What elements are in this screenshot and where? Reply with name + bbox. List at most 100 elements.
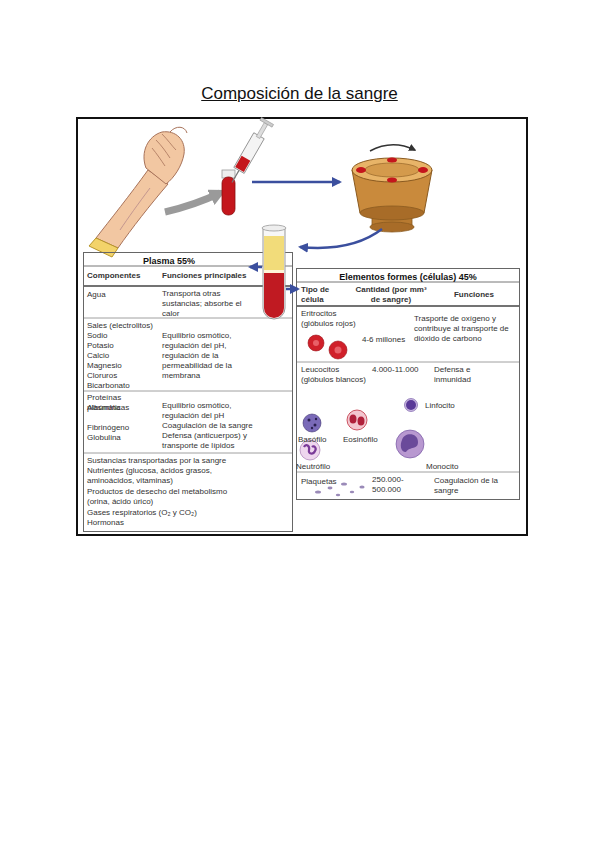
table-cell: Eritrocitos (glóbulos rojos): [301, 309, 371, 329]
table-cell: Sustancias transportadas por la sangre: [87, 456, 287, 466]
table-rules: [297, 305, 519, 307]
table-cell: Coagulación de la sangre: [434, 476, 504, 496]
lymphocyte-icon: [406, 400, 416, 410]
process-arrow: [252, 181, 340, 184]
neutrophil-icon: [304, 445, 316, 453]
table-cell: Tipo de célula: [301, 285, 347, 305]
syringe-illustration: [222, 118, 274, 215]
table-cell: Equilibrio osmótico, regulación del pH, …: [162, 331, 262, 381]
syringe-illustration: [232, 170, 239, 182]
process-arrow: [250, 266, 262, 269]
centrifuge-illustration: [356, 167, 366, 173]
table-cell: Eosinófilo: [343, 435, 383, 445]
syringe-illustration: [235, 156, 250, 172]
table-cell: Fibrinógeno: [87, 423, 157, 433]
table-cell: Basófilo: [298, 435, 338, 445]
table-cell: Albúmina: [87, 403, 157, 413]
table-cell: Funciones principales: [162, 271, 262, 281]
syringe-illustration: [256, 123, 267, 139]
table-cell: Componentes: [87, 271, 159, 281]
syringe-illustration: [226, 118, 274, 186]
test-tube-illustration: [264, 236, 284, 270]
basophil-icon: [303, 414, 321, 432]
table-cell: Trasporte de oxígeno y contribuye al tra…: [414, 314, 518, 344]
erythrocyte-icon: [335, 347, 342, 354]
table-cell: Neutrófilo: [296, 462, 336, 472]
transfer-arrow: [165, 193, 220, 212]
table-cell: Plaquetas: [301, 477, 343, 487]
table-cell: Hormonas: [87, 518, 167, 528]
syringe-illustration: [260, 118, 274, 128]
centrifuge-illustration: [387, 158, 397, 163]
test-tube-illustration: [262, 225, 286, 231]
table-rules: [297, 362, 519, 363]
arm-illustration: [96, 170, 168, 248]
lymphocyte-icon: [405, 399, 418, 412]
eosinophil-icon: [358, 417, 365, 426]
panel-heading: Elementos formes (células) 45%: [297, 269, 519, 283]
table-cell: Leucocitos (glóbulos blancos): [301, 365, 371, 385]
table-cell: Cloruros: [87, 371, 157, 381]
table-cell: Sodio: [87, 331, 157, 341]
table-cell: Sales (electrolitos): [87, 321, 159, 331]
table-cell: Gases respiratorios (O₂ y CO₂): [87, 508, 237, 518]
table-rules: [84, 285, 292, 287]
arm-illustration: [170, 127, 187, 133]
basophil-icon: [308, 419, 311, 422]
eosinophil-icon: [350, 415, 357, 424]
table-rules: [84, 391, 292, 392]
table-rules: [297, 472, 519, 473]
basophil-icon: [314, 424, 317, 427]
table-cell: Transporta otras sustancias; absorbe el …: [162, 289, 250, 319]
page-title: Composición de la sangre: [0, 84, 599, 104]
table-cell: Defensa e inmunidad: [434, 365, 484, 385]
table-cell: Potasio: [87, 341, 157, 351]
monocyte-icon: [396, 430, 424, 458]
table-cell: Productos de desecho del metabolismo (or…: [87, 487, 245, 507]
arm-illustration: [144, 132, 184, 184]
frame: [77, 118, 527, 535]
table-cell: Magnesio: [87, 361, 157, 371]
monocyte-icon: [401, 434, 418, 452]
table-rules: [84, 453, 292, 454]
erythrocyte-icon: [308, 335, 347, 359]
monocyte-icon: [396, 430, 424, 458]
platelet-icon: [315, 490, 321, 493]
panel-heading: Plasma 55%: [84, 253, 254, 267]
basophil-icon: [315, 418, 317, 420]
table-cell: Defensa (anticuerpos) y transporte de lí…: [162, 431, 254, 451]
test-tube-illustration: [264, 273, 284, 318]
basophil-icon: [311, 427, 313, 429]
platelet-icon: [359, 486, 364, 489]
centrifuge-illustration: [370, 222, 414, 232]
syringe-illustration: [222, 177, 235, 215]
table-cell: Calcio: [87, 351, 157, 361]
centrifuge-illustration: [365, 163, 419, 177]
table-cell: Linfocito: [425, 401, 465, 411]
table-cell: Equilibrio osmótico, regulación del pH: [162, 401, 257, 421]
test-tube-illustration: [263, 228, 285, 319]
erythrocyte-icon: [329, 341, 347, 359]
arm-illustration: [89, 238, 118, 257]
table-cell: Globulina: [87, 433, 157, 443]
process-arrow: [300, 229, 382, 248]
table-cell: 4-6 millones: [362, 335, 414, 345]
table-cell: Nutrientes (glucosa, ácidos grasos, amin…: [87, 466, 245, 486]
table-cell: Bicarbonato: [87, 381, 157, 391]
platelet-icon: [336, 494, 340, 496]
table-cell: Funciones: [432, 290, 516, 300]
eosinophil-icon: [347, 410, 367, 430]
table-cell: Coagulación de la sangre: [162, 421, 282, 431]
centrifuge-illustration: [418, 167, 428, 173]
lymphocyte-icon: [405, 399, 418, 412]
centrifuge-illustration: [360, 206, 424, 220]
centrifuge-illustration: [387, 178, 397, 183]
table-cell: 4.000-11.000: [372, 365, 428, 375]
arm-illustration: [89, 127, 187, 257]
eosinophil-icon: [347, 410, 367, 430]
platelet-icon: [328, 487, 333, 490]
platelet-icon: [341, 482, 347, 485]
test-tube-illustration: [262, 225, 286, 319]
arm-illustration: [120, 188, 150, 230]
centrifuge-illustration: [370, 145, 415, 151]
